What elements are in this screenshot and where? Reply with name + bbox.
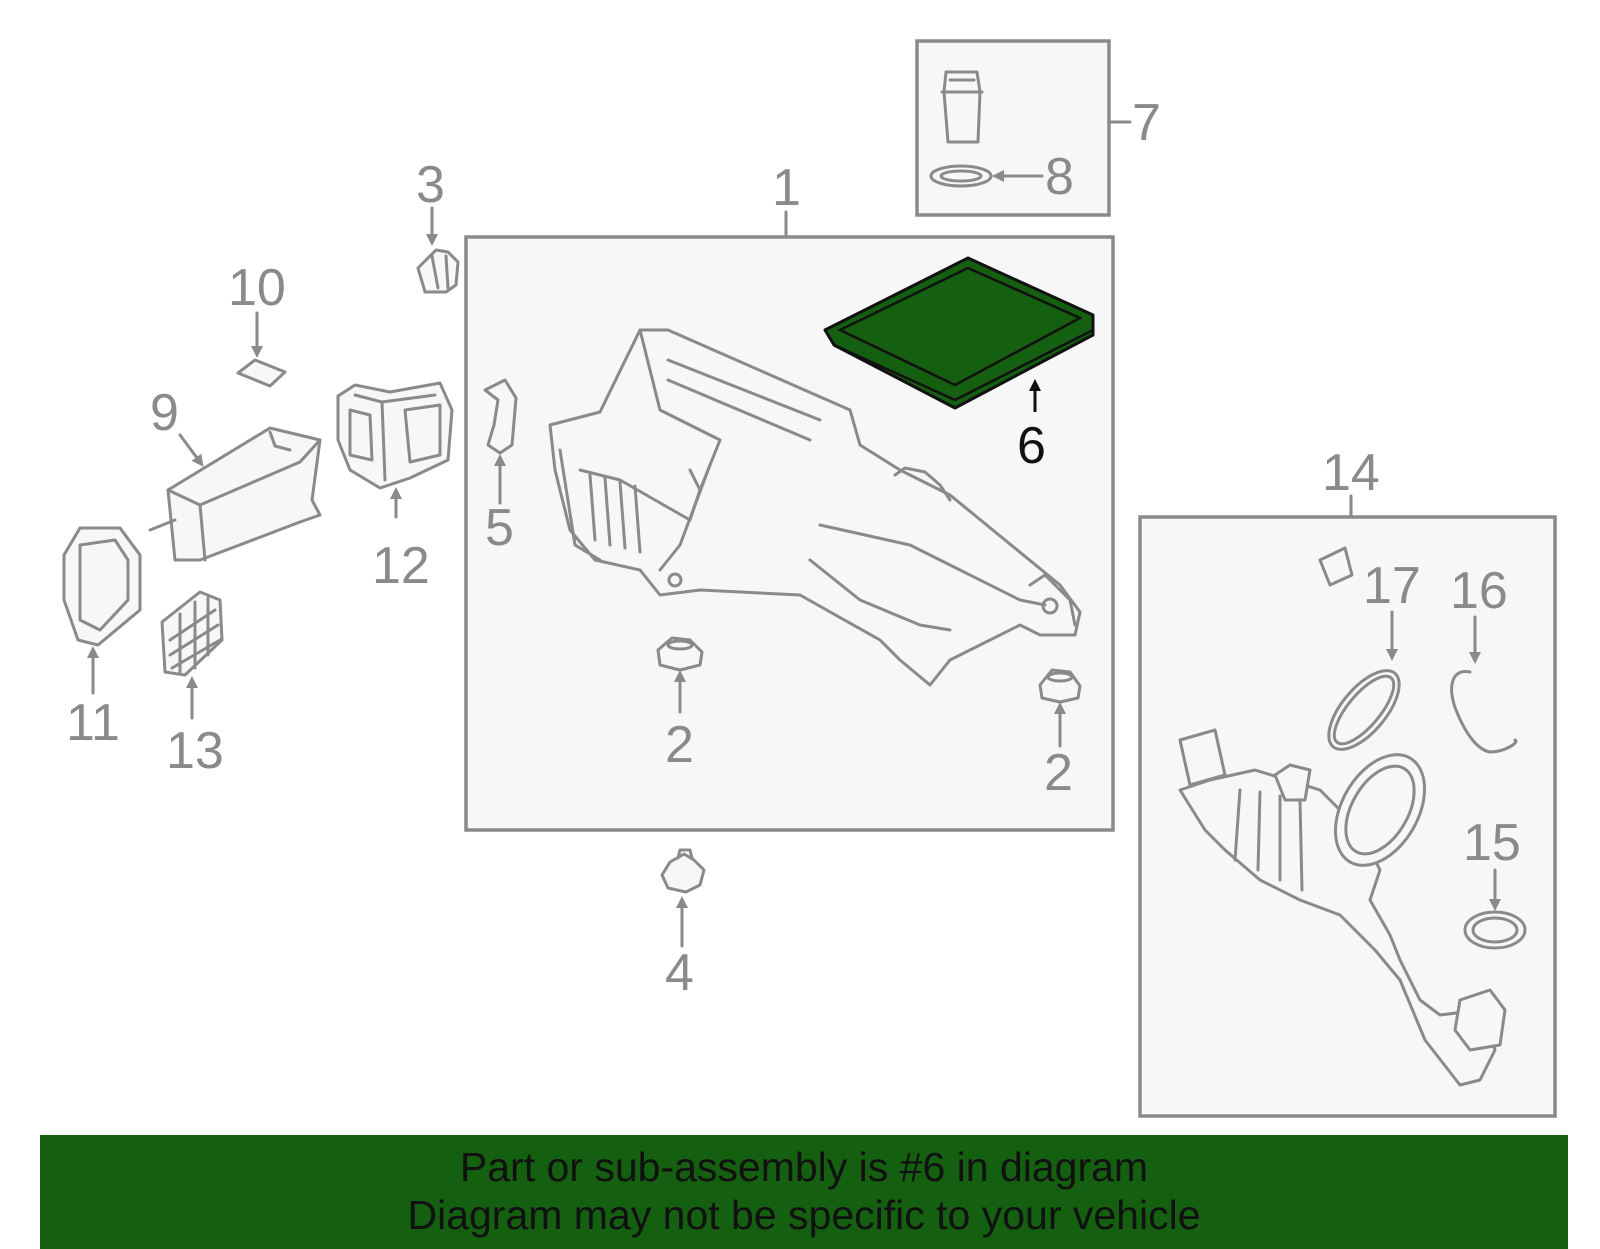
callout-9: 9 — [150, 384, 179, 442]
pad-part-10 — [236, 358, 287, 388]
clip-part-5 — [483, 378, 518, 455]
maf-sensor-part — [940, 70, 984, 144]
line-part-16 — [1450, 670, 1518, 754]
callout-1: 1 — [772, 159, 801, 217]
callout-4: 4 — [665, 944, 694, 1002]
clamp-part-17 — [1327, 669, 1401, 751]
callout-6: 6 — [1017, 417, 1046, 475]
banner-line-2: Diagram may not be specific to your vehi… — [407, 1192, 1201, 1238]
air-cleaner-housing — [548, 328, 1082, 687]
callout-5: 5 — [485, 499, 514, 557]
inlet-part-12 — [336, 381, 454, 490]
duct-part-11 — [62, 526, 142, 647]
banner-line-1: Part or sub-assembly is #6 in diagram — [459, 1144, 1149, 1190]
callout-16: 16 — [1450, 562, 1508, 620]
info-banner: Part or sub-assembly is #6 in diagram Di… — [40, 1135, 1568, 1249]
callout-2b: 2 — [1044, 744, 1073, 802]
callout-12: 12 — [372, 537, 430, 595]
callout-7: 7 — [1132, 94, 1161, 152]
callout-14: 14 — [1322, 444, 1380, 502]
callout-13: 13 — [166, 722, 224, 780]
callout-3: 3 — [416, 156, 445, 214]
sensor-seal-part — [929, 164, 993, 188]
grille-part-13 — [160, 590, 224, 677]
callout-10: 10 — [228, 259, 286, 317]
mount-part-2a — [656, 636, 704, 672]
bolt-part-4 — [660, 848, 706, 894]
grommet-part-3 — [416, 248, 460, 294]
callout-15: 15 — [1463, 814, 1521, 872]
intake-hose-part-14 — [1178, 546, 1507, 1087]
callout-2a: 2 — [665, 716, 694, 774]
callout-11: 11 — [66, 694, 120, 752]
callout-8: 8 — [1045, 148, 1074, 206]
air-filter-highlighted — [823, 256, 1095, 410]
duct-part-9 — [148, 426, 322, 562]
callout-17: 17 — [1363, 557, 1421, 615]
seal-part-15 — [1463, 910, 1527, 950]
mount-part-2b — [1038, 668, 1082, 704]
